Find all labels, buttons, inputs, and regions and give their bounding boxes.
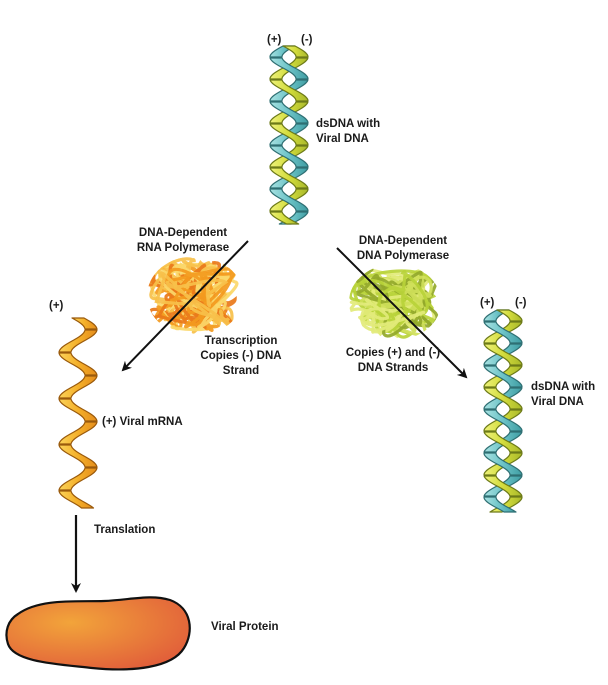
dna-polymerase-blob: [349, 267, 439, 339]
right-dsdna-helix: [483, 309, 523, 513]
plus-strand-segment: [483, 431, 523, 453]
rna-polymerase-label-line2: RNA Polymerase: [136, 242, 230, 254]
plus-strand-segment: [282, 45, 309, 58]
replication-arrow: [336, 247, 468, 379]
minus-strand-segment: [483, 321, 523, 344]
right-helix-plus-label: (+): [480, 297, 495, 309]
dna-polymerase-label-line2: DNA Polymerase: [356, 250, 450, 262]
plus-strand-segment: [483, 343, 523, 366]
minus-strand-segment: [269, 145, 309, 168]
mrna-strand-segment: [58, 467, 98, 491]
rna-polymerase-label-line1: DNA-Dependent: [138, 227, 228, 239]
polymerase-coil: [154, 271, 232, 333]
top-dsdna-helix: [269, 45, 309, 225]
dna-polymerase-label-line1: DNA-Dependent: [358, 235, 448, 247]
viral-protein-shape: [5, 596, 191, 671]
plus-strand-segment: [269, 211, 300, 225]
top-helix-label-line1: dsDNA with: [316, 118, 381, 130]
mrna-strand-segment: [58, 490, 95, 509]
transcription-label-line1: Transcription: [204, 335, 278, 347]
mrna-strand-segment: [58, 329, 98, 353]
minus-strand-segment: [269, 57, 309, 80]
mrna-label: (+) Viral mRNA: [102, 416, 183, 428]
right-helix-label-line2: Viral DNA: [531, 396, 584, 408]
mrna-strand-segment: [58, 398, 98, 422]
top-helix-plus-label: (+): [267, 34, 282, 46]
mrna-strand-segment: [58, 375, 98, 399]
replication-label-line1: Copies (+) and (-): [345, 347, 441, 359]
mrna-strand-segment: [71, 317, 98, 330]
transcription-label-line2: Copies (-) DNA: [200, 350, 282, 362]
mrna-strand-segment: [58, 444, 98, 468]
plus-strand-segment: [269, 79, 309, 102]
transcription-arrow: [121, 240, 249, 372]
plus-strand-segment: [269, 167, 309, 189]
replication-label-line2: DNA Strands: [357, 362, 429, 374]
mrna-plus-label: (+): [49, 300, 64, 312]
minus-strand-segment: [483, 496, 517, 513]
minus-strand-segment: [269, 188, 309, 212]
minus-strand-segment: [269, 101, 309, 124]
minus-strand-segment: [483, 452, 523, 476]
top-helix-label-line2: Viral DNA: [316, 133, 369, 145]
minus-strand-segment: [483, 409, 523, 432]
plus-strand-segment: [483, 475, 523, 497]
right-helix-minus-label: (-): [515, 297, 527, 309]
plus-strand-segment: [483, 387, 523, 410]
translation-label: Translation: [94, 524, 156, 536]
plus-strand-segment: [269, 123, 309, 146]
plus-strand-segment: [496, 309, 523, 322]
minus-strand-segment: [483, 365, 523, 388]
viral-protein-label: Viral Protein: [211, 621, 279, 633]
right-helix-label-line1: dsDNA with: [531, 381, 596, 393]
mrna-strand-segment: [58, 421, 98, 445]
mrna-strand: [58, 317, 98, 509]
transcription-label-line3: Strand: [222, 365, 260, 377]
polymerase-coil: [349, 298, 426, 332]
mrna-strand-segment: [58, 352, 98, 376]
top-helix-minus-label: (-): [301, 34, 313, 46]
